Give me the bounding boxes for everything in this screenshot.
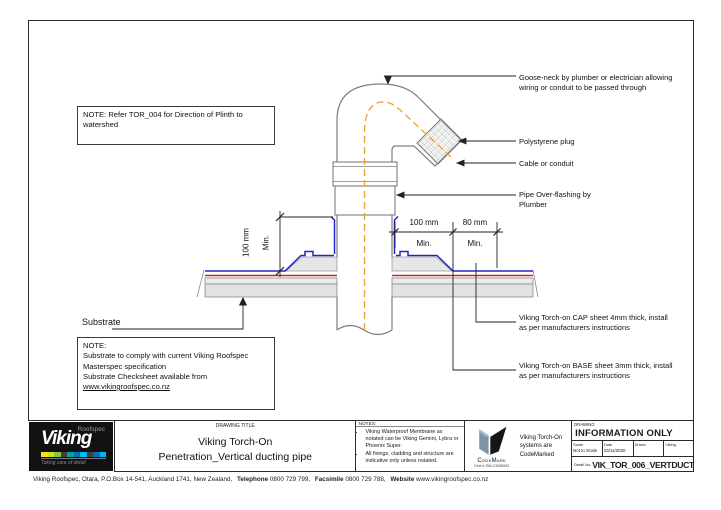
date-value: 23/11/2020: [603, 447, 626, 453]
note-substrate-line2: Masterspec specification: [83, 361, 167, 371]
sheet-frame: [28, 20, 694, 472]
information-only-stamp: INFORMATION ONLY: [572, 427, 694, 441]
drawn-label: Drawn: [634, 441, 646, 447]
footer-phone: 0800 729 799,: [269, 476, 311, 483]
note-plinth-direction: NOTE: Refer TOR_004 for Direction of Pli…: [77, 106, 275, 145]
label-polystyrene-plug: Polystyrene plug: [519, 137, 575, 146]
date-label: Date: [603, 441, 613, 447]
drawing-title-line1: Viking Torch-On: [198, 436, 273, 449]
logo-rule: [41, 457, 106, 459]
info-drawing-label: DRAWING: [574, 422, 595, 427]
info-fields: Scale Not to Scale Date 23/11/2020 Drawn…: [572, 441, 694, 457]
codemark-caption: Viking Torch-On systems are CodeMarked: [519, 435, 563, 458]
dim-plinth-value: 100 mm: [409, 218, 439, 227]
notes-item: Viking Waterproof Membrane as notated ca…: [365, 429, 461, 449]
field-scale: Scale Not to Scale: [572, 441, 603, 456]
drawing-title-cell: DRAWING TITLE Viking Torch-On Penetratio…: [115, 421, 357, 472]
label-goose-neck: Goose-neck by plumber or electrician all…: [519, 73, 673, 92]
footer-fax: 0800 729 788,: [345, 476, 386, 483]
field-date: Date 23/11/2020: [603, 441, 634, 456]
note-substrate-line1: Substrate to comply with current Viking …: [83, 351, 249, 361]
notes-list: Viking Waterproof Membrane as notated ca…: [365, 429, 461, 464]
logo-color-strip: [41, 452, 106, 457]
dim-clearance-min: Min.: [467, 239, 483, 248]
scale-label: Scale: [573, 441, 583, 447]
sheet-footer: Viking Roofspec, Otara, P.O.Box 14-541, …: [33, 476, 491, 483]
dim-upstand-value: 100 mm: [241, 228, 251, 257]
codemark-name: CodeMark: [477, 457, 506, 464]
codemark-cert: Cert # GM-CM30092: [474, 463, 510, 468]
notes-cell: NOTES: Viking Waterproof Membrane as not…: [356, 421, 465, 472]
dim-upstand-min: Min.: [261, 234, 271, 251]
footer-web-label: Website: [390, 476, 415, 483]
note-substrate: NOTE: Substrate to comply with current V…: [77, 337, 275, 410]
codemark-check-icon: [478, 426, 507, 455]
scale-value: Not to Scale: [573, 447, 598, 453]
footer-address: Viking Roofspec, Otara, P.O.Box 14-541, …: [33, 476, 233, 483]
drawing-title-line2: Penetration_Vertical ducting pipe: [158, 451, 313, 463]
logo-tagline: Taking care of detail: [41, 460, 86, 466]
detail-number-row: Detail No. VIK_TOR_006_VERTDUCT: [572, 457, 694, 472]
logo-cell: Roofspec Viking Taking care of detail: [28, 421, 116, 472]
logo-viking-text: Viking: [41, 428, 92, 449]
label-base-sheet: Viking Torch-on BASE sheet 3mm thick, in…: [519, 361, 673, 380]
info-cell: DRAWING INFORMATION ONLY Scale Not to Sc…: [572, 421, 694, 472]
drawing-title-label: DRAWING TITLE: [215, 422, 255, 429]
dim-clearance-value: 80 mm: [462, 218, 488, 227]
notes-item: All fixings, cladding and structure are …: [365, 451, 461, 465]
viking-logo: Roofspec Viking Taking care of detail: [29, 422, 114, 471]
label-cable-conduit: Cable or conduit: [519, 159, 574, 168]
logo-roofspec-text: Roofspec: [77, 426, 106, 433]
company-label: Viking: [665, 441, 676, 447]
footer-phone-label: Telephone: [237, 476, 269, 483]
notes-label: NOTES:: [356, 421, 464, 427]
note-substrate-line3: Substrate Checksheet available from: [83, 371, 208, 381]
footer-fax-label: Facsimile: [314, 476, 344, 483]
field-drawn: Drawn: [634, 441, 665, 456]
field-company: Viking: [664, 441, 694, 456]
codemark-logo: CodeMark Cert # GM-CM30092: [468, 426, 516, 468]
label-over-flashing: Pipe Over-flashing by Plumber: [519, 190, 591, 209]
dim-plinth-min: Min.: [416, 239, 432, 248]
detail-number-value: VIK_TOR_006_VERTDUCT: [592, 459, 694, 470]
codemark-cell: CodeMark Cert # GM-CM30092 Viking Torch-…: [465, 421, 573, 472]
note-substrate-link[interactable]: www.vikingroofspec.co.nz: [83, 382, 170, 391]
label-cap-sheet: Viking Torch-on CAP sheet 4mm thick, ins…: [519, 313, 668, 332]
note-substrate-heading: NOTE:: [83, 341, 107, 350]
footer-website[interactable]: www.vikingroofspec.co.nz: [416, 476, 489, 483]
detail-number-label: Detail No.: [574, 462, 592, 467]
title-block: Roofspec Viking Taking care of detail DR…: [28, 420, 694, 472]
label-substrate: Substrate: [82, 317, 121, 327]
